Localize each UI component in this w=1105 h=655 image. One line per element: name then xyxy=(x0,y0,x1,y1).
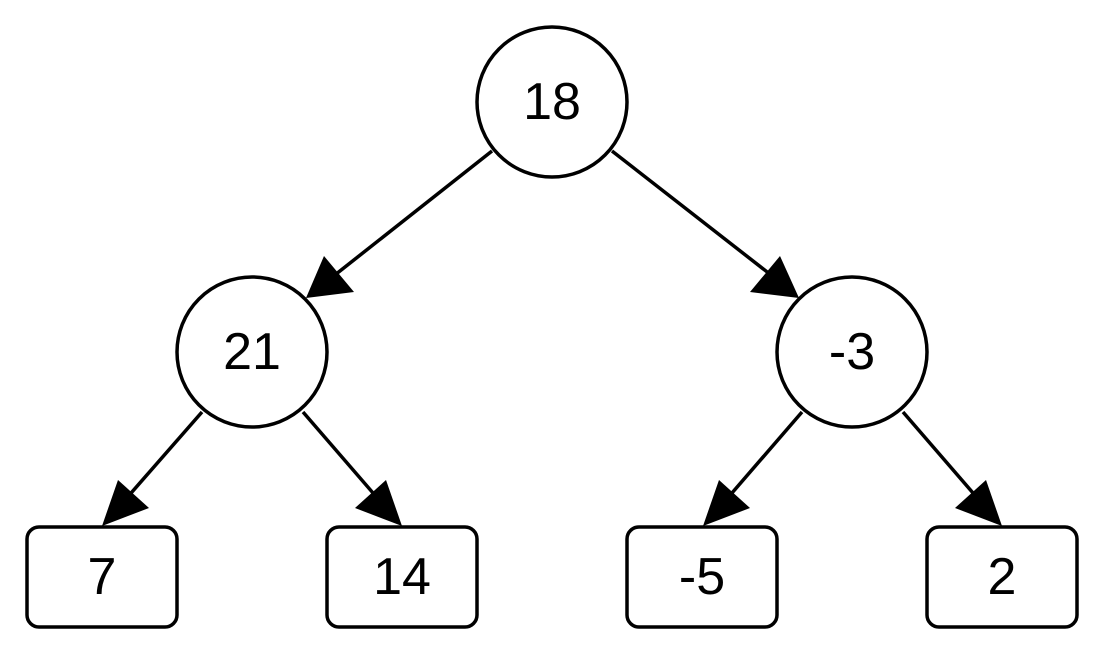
edge-21-to-14 xyxy=(301,410,388,510)
node-circle-root xyxy=(475,25,629,179)
edge-root-to-neg3 xyxy=(610,149,782,284)
tree-leaf-3: -5 xyxy=(625,525,779,629)
edge-neg3-to-neg5 xyxy=(717,410,804,510)
tree-leaf-2: 14 xyxy=(325,525,479,629)
node-circle-internal-left xyxy=(175,275,329,429)
leaf-label-2: 14 xyxy=(373,548,431,606)
arrowhead-neg3-to-neg5 xyxy=(703,480,750,526)
leaf-box-4 xyxy=(925,525,1079,629)
arrowhead-21-to-14 xyxy=(355,480,402,526)
arrowhead-neg3-to-2 xyxy=(955,480,1002,526)
node-circle-internal-right xyxy=(775,275,929,429)
arrowhead-root-to-neg3 xyxy=(750,256,799,298)
tree-node-root: 18 xyxy=(475,25,629,179)
edge-21-to-7 xyxy=(116,410,204,510)
arrowhead-root-to-21 xyxy=(306,256,354,298)
edge-root-to-21 xyxy=(324,149,494,284)
leaf-label-3: -5 xyxy=(679,548,725,606)
tree-node-internal-left: 21 xyxy=(175,275,329,429)
node-label-internal-left: 21 xyxy=(223,323,281,381)
tree-leaf-4: 2 xyxy=(925,525,1079,629)
tree-node-internal-right: -3 xyxy=(775,275,929,429)
leaf-label-1: 7 xyxy=(88,548,117,606)
node-label-internal-right: -3 xyxy=(829,323,875,381)
node-label-root: 18 xyxy=(523,73,581,131)
leaf-box-3 xyxy=(625,525,779,629)
arrowhead-21-to-7 xyxy=(102,480,149,526)
leaf-box-2 xyxy=(325,525,479,629)
tree-leaf-1: 7 xyxy=(25,525,179,629)
leaf-label-4: 2 xyxy=(988,548,1017,606)
leaf-box-1 xyxy=(25,525,179,629)
edges xyxy=(102,149,1002,526)
edge-neg3-to-2 xyxy=(901,410,988,510)
